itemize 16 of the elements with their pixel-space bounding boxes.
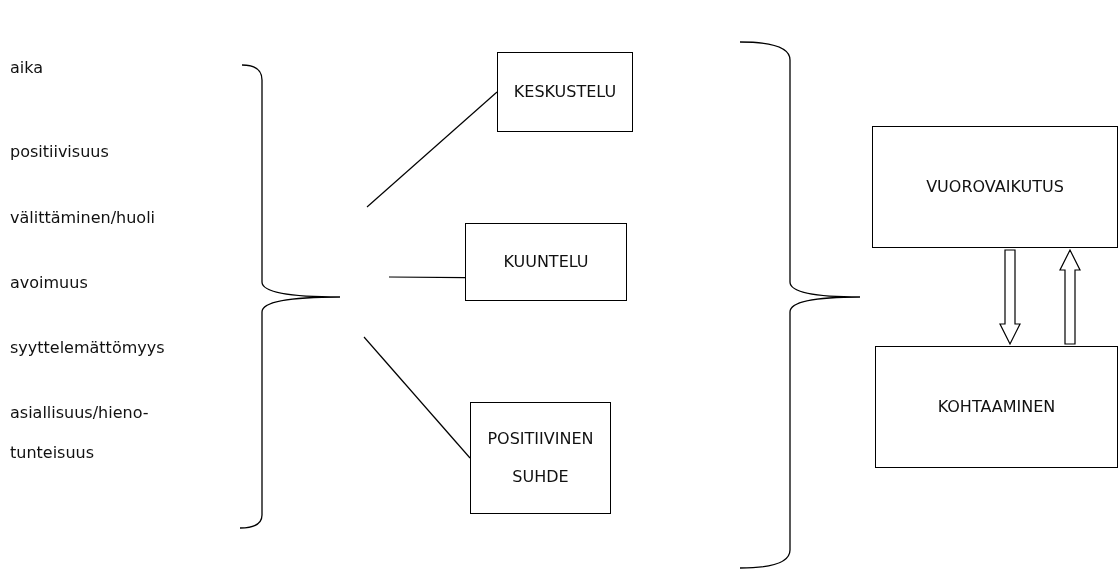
process-box: KOHTAAMINEN bbox=[875, 346, 1118, 468]
connector-line bbox=[363, 336, 471, 459]
process-box: KESKUSTELU bbox=[497, 52, 633, 132]
list-item: avoimuus bbox=[10, 272, 89, 294]
list-item: syyttelemättömyys bbox=[10, 337, 166, 359]
list-item: asiallisuus/hieno- tunteisuus bbox=[10, 402, 150, 464]
list-item: välittäminen/huoli bbox=[10, 207, 157, 229]
list-item: aika bbox=[10, 57, 45, 79]
block-arrow bbox=[999, 249, 1021, 346]
process-box: KUUNTELU bbox=[465, 223, 627, 301]
connector-line bbox=[388, 276, 466, 279]
process-box: VUOROVAIKUTUS bbox=[872, 126, 1118, 248]
connector-line bbox=[366, 91, 498, 208]
process-box: POSITIIVINEN SUHDE bbox=[470, 402, 611, 514]
block-arrow bbox=[1059, 248, 1081, 345]
list-item: positiivisuus bbox=[10, 141, 110, 163]
